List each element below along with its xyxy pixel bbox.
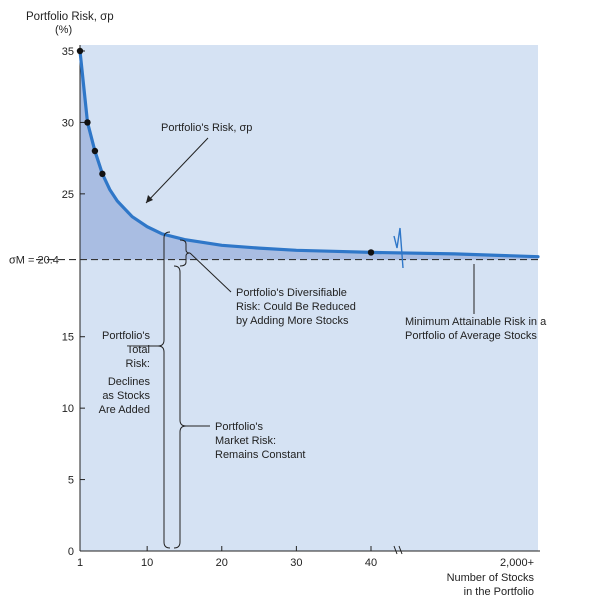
y-tick-label: 10 bbox=[62, 403, 74, 415]
market-risk-area bbox=[80, 45, 538, 551]
portfolio-risk-curve bbox=[78, 49, 540, 259]
curve-label-arrow bbox=[145, 137, 209, 204]
diversifiable-label-2: Risk: Could Be Reduced bbox=[236, 301, 356, 313]
y-axis-title: Portfolio Risk, σp bbox=[26, 11, 114, 23]
x-tick-label: 40 bbox=[365, 557, 377, 569]
curve-label: Portfolio's Risk, σp bbox=[161, 122, 252, 134]
minimum-risk-label-2: Portfolio of Average Stocks bbox=[405, 330, 537, 342]
x-axis-title-line1: Number of Stocks bbox=[447, 572, 535, 584]
market-risk-label-2: Market Risk: bbox=[215, 435, 276, 447]
y-tick-label: 25 bbox=[62, 189, 74, 201]
diversifiable-risk-area bbox=[80, 51, 538, 260]
x-tick-label: 30 bbox=[290, 557, 302, 569]
x-end-tick-label: 2,000+ bbox=[500, 557, 534, 569]
x-axis-break-mark bbox=[393, 545, 403, 555]
y-axis-unit: (%) bbox=[55, 24, 72, 36]
total-risk-label-5: as Stocks bbox=[102, 390, 150, 402]
market-risk-label-1: Portfolio's bbox=[215, 421, 263, 433]
x-tick-label: 1 bbox=[77, 557, 83, 569]
x-tick-label: 10 bbox=[141, 557, 153, 569]
total-risk-label-4: Declines bbox=[108, 376, 151, 388]
x-axis-title-line2: in the Portfolio bbox=[464, 586, 534, 598]
diversifiable-leader bbox=[189, 252, 232, 293]
data-point bbox=[367, 249, 375, 256]
total-risk-label-6: Are Added bbox=[99, 404, 150, 416]
minimum-risk-label-1: Minimum Attainable Risk in a bbox=[405, 316, 547, 328]
data-point bbox=[99, 170, 106, 178]
total-risk-label-3: Risk: bbox=[126, 358, 150, 370]
market-risk-label-3: Remains Constant bbox=[215, 449, 306, 461]
y-tick-label: 0 bbox=[68, 546, 74, 558]
market-risk-tick-label: σM = 20.4 bbox=[9, 255, 59, 267]
curve-label-arrowhead bbox=[146, 195, 153, 203]
curve-break-mark bbox=[393, 227, 404, 269]
diversifiable-label-3: by Adding More Stocks bbox=[236, 315, 349, 327]
total-risk-label-1: Portfolio's bbox=[102, 330, 150, 342]
total-risk-label-2: Total bbox=[127, 344, 150, 356]
diversifiable-label-1: Portfolio's Diversifiable bbox=[236, 287, 347, 299]
data-point bbox=[76, 47, 84, 55]
data-point bbox=[91, 147, 99, 155]
data-point bbox=[84, 119, 91, 126]
y-tick-label: 35 bbox=[62, 46, 74, 58]
y-tick-label: 5 bbox=[68, 475, 74, 487]
x-tick-label: 20 bbox=[216, 557, 228, 569]
y-tick-label: 30 bbox=[62, 117, 74, 129]
y-tick-label: 15 bbox=[62, 332, 74, 344]
